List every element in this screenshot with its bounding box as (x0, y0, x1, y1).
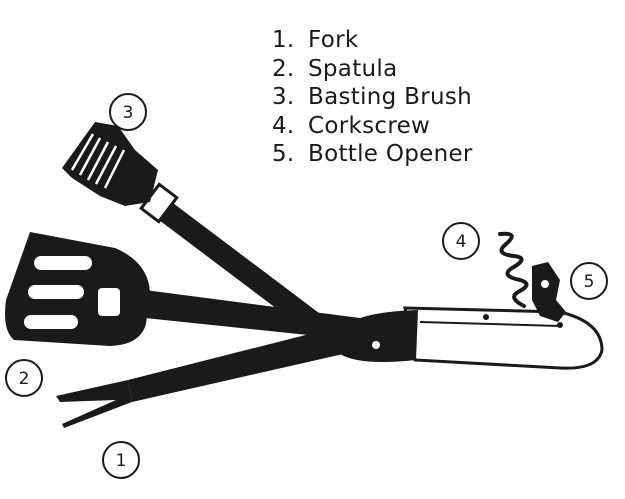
handle-rivet (483, 314, 489, 320)
callout-2: 2 (5, 359, 43, 397)
legend-label: Spatula (308, 55, 398, 82)
bottle-opener-hole (541, 280, 549, 288)
callout-1: 1 (102, 441, 140, 479)
corkscrew-spiral (498, 231, 529, 308)
callout-1-circle (102, 441, 140, 479)
callout-5-label: 5 (584, 272, 595, 292)
legend-number: 5. (272, 141, 295, 167)
callout-5-circle (570, 262, 608, 300)
legend-label: Bottle Opener (308, 141, 473, 167)
callout-4-label: 4 (456, 232, 467, 252)
legend-label: Basting Brush (308, 84, 473, 110)
brush-bristles (70, 133, 126, 189)
handle-rivet (557, 322, 563, 328)
legend-label: Corkscrew (308, 112, 431, 139)
callout-2-circle (5, 359, 43, 397)
bottle-opener (532, 262, 566, 322)
legend-item-fork: 1. Fork (272, 26, 473, 55)
handle (340, 306, 604, 370)
callout-4-circle (442, 222, 480, 260)
corkscrew (498, 231, 529, 308)
callout-3: 3 (109, 93, 147, 131)
legend: 1. Fork 2. Spatula 3. Basting Brush 4. Corks… (272, 26, 473, 169)
spatula-slot (28, 285, 84, 299)
fork-shaft (128, 325, 352, 402)
spatula-bottle-opener-hole (98, 288, 120, 316)
pivot-rivet (372, 341, 380, 349)
callout-3-circle (109, 93, 147, 131)
fork (56, 325, 352, 428)
callout-5: 5 (570, 262, 608, 300)
legend-item-corkscrew: 4. Corkscrew (272, 112, 473, 141)
handle-body (403, 306, 604, 370)
spatula-slot (34, 256, 92, 270)
spatula-shaft (145, 290, 360, 340)
legend-label: Fork (308, 27, 359, 53)
callout-2-label: 2 (19, 369, 30, 389)
callout-3-label: 3 (123, 103, 134, 123)
bottle-opener-head (532, 262, 566, 322)
legend-number: 4. (272, 112, 295, 139)
legend-item-bottle-opener: 5. Bottle Opener (272, 140, 473, 169)
legend-item-basting-brush: 3. Basting Brush (272, 83, 473, 112)
handle-collar (340, 310, 418, 362)
legend-number: 3. (272, 84, 295, 110)
callout-4: 4 (442, 222, 480, 260)
basting-brush (62, 122, 335, 343)
brush-head (62, 122, 158, 206)
callout-1-label: 1 (116, 451, 127, 471)
handle-seam (419, 321, 561, 327)
legend-item-spatula: 2. Spatula (272, 55, 473, 84)
fork-tines (56, 380, 132, 428)
spatula-slot (24, 315, 78, 329)
legend-number: 2. (272, 55, 295, 82)
brush-shaft (153, 198, 335, 343)
legend-number: 1. (272, 27, 295, 53)
spatula (5, 232, 360, 346)
